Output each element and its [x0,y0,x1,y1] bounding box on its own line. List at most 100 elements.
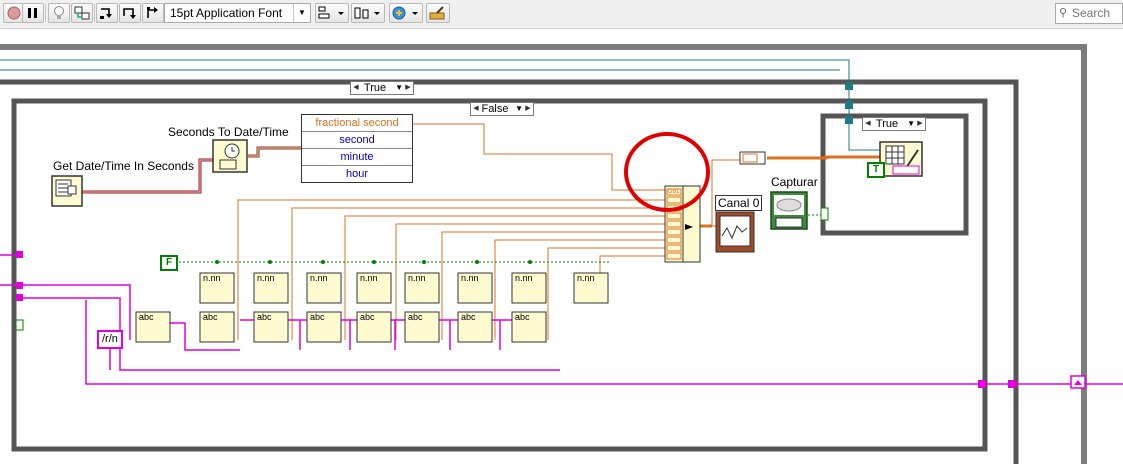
tunnel [845,82,853,90]
step-into-button[interactable] [96,3,118,23]
concatenate-string-nodes [135,311,547,343]
unbundle-item: second [302,132,412,149]
orange-thick-wire [767,155,880,160]
node-glyph: abc [139,312,154,322]
inner-case-frame [11,98,988,452]
cluster-wire [248,146,302,158]
pink-wires [0,254,1123,385]
outer-case-selector[interactable]: ◀ True ▼ ▶ [350,81,414,95]
eol-constant[interactable]: /r/n [97,330,123,349]
node-glyph: n.nn [461,273,479,283]
right-case-selector[interactable]: ◀ True ▼ ▶ [862,117,926,131]
boolean-junctions [215,260,532,264]
toolbar: 15pt Application Font ▼ ⚲ [0,0,1123,29]
capturar-label: Capturar [771,175,818,189]
array-indicator [739,151,766,165]
align-objects-button[interactable] [315,3,349,23]
outer-case-selector-value: True [363,82,387,94]
while-loop-frame [0,44,1087,464]
chevron-down-icon: ▼ [515,104,523,113]
chevron-down-icon: ▼ [395,83,403,92]
toolbar-separator [94,4,95,22]
node-glyph: n.nn [360,273,378,283]
step-out-button[interactable] [142,3,164,23]
node-glyph: n.nn [515,273,533,283]
highlight-execution-button[interactable] [48,3,70,23]
chevron-down-icon: ▼ [293,4,310,22]
tunnel [16,282,23,289]
false-constant[interactable]: F [160,255,178,271]
distribute-objects-icon [354,7,380,19]
toolbar-separator [45,4,46,22]
increment-icon: ▶ [525,105,531,112]
distribute-objects-button[interactable] [351,3,385,23]
node-glyph: n.nn [203,273,221,283]
increment-icon: ▶ [405,84,411,91]
boolean-terminal [820,207,829,221]
step-over-icon [123,8,136,19]
pause-icon [28,8,37,18]
search-input[interactable] [1070,5,1123,21]
orange-wires [237,159,740,340]
clean-up-diagram-button[interactable] [426,3,450,23]
node-glyph: n.nn [310,273,328,283]
tunnel [845,116,853,124]
node-glyph: abc [310,312,325,322]
right-case-frame [820,113,969,236]
inner-case-selector[interactable]: ◀ False ▼ ▶ [470,102,534,116]
align-objects-icon [318,6,344,19]
step-out-icon [147,7,158,18]
cluster-wire [248,147,302,157]
lightbulb-icon [54,6,64,19]
decrement-icon: ◀ [353,84,359,91]
seconds-to-date-label: Seconds To Date/Time [168,125,289,139]
tunnel [16,294,23,301]
node-glyph: abc [408,312,423,322]
search-box[interactable]: ⚲ [1055,3,1123,24]
search-icon: ⚲ [1059,7,1068,19]
unbundle-by-name[interactable]: fractional second second minute hour [301,114,413,183]
node-glyph: n.nn [408,273,426,283]
node-glyph: abc [360,312,375,322]
decrement-icon: ◀ [865,120,871,127]
node-glyph: abc [515,312,530,322]
inner-case-selector-value: False [481,103,509,115]
teal-wire [0,59,880,151]
get-date-time-label: Get Date/Time In Seconds [53,159,194,173]
retain-wire-values-button[interactable] [71,3,93,23]
node-glyph: abc [257,312,272,322]
diagram-wires [0,44,1123,464]
pause-button[interactable] [22,3,44,23]
orange-wire [412,123,665,191]
node-glyph: n.nn [577,273,595,283]
outer-case-frame [0,79,1019,464]
tunnel [15,319,24,331]
unbundle-item: minute [302,149,412,166]
tunnel [978,380,986,388]
node-glyph: abc [461,312,476,322]
stop-icon [7,6,21,20]
reorder-button[interactable] [389,3,423,23]
tunnel [845,101,853,109]
step-into-icon [100,8,112,19]
node-glyph: abc [203,312,218,322]
annotation-circle [624,132,710,212]
reorder-icon [392,6,418,20]
number-to-string-nodes [199,272,609,304]
array-type-label: DBL [668,189,680,195]
tunnel [16,251,23,258]
block-diagram[interactable]: ◀ True ▼ ▶ ◀ False ▼ ▶ ◀ True ▼ ▶ Get Da… [0,29,1123,464]
step-over-button[interactable] [119,3,141,23]
font-selector[interactable]: 15pt Application Font ▼ [164,3,311,23]
retain-wire-icon [74,6,90,20]
clean-up-icon [429,6,445,20]
timestamp-wire [82,159,213,193]
unbundle-item: fractional second [302,115,412,132]
true-constant[interactable]: T [867,162,885,178]
canal-label: Canal 0 [715,195,763,211]
right-case-selector-value: True [875,118,899,130]
unbundle-item: hour [345,168,369,180]
decrement-icon: ◀ [473,105,479,112]
tunnel [1008,380,1016,388]
increment-icon: ▶ [917,120,923,127]
